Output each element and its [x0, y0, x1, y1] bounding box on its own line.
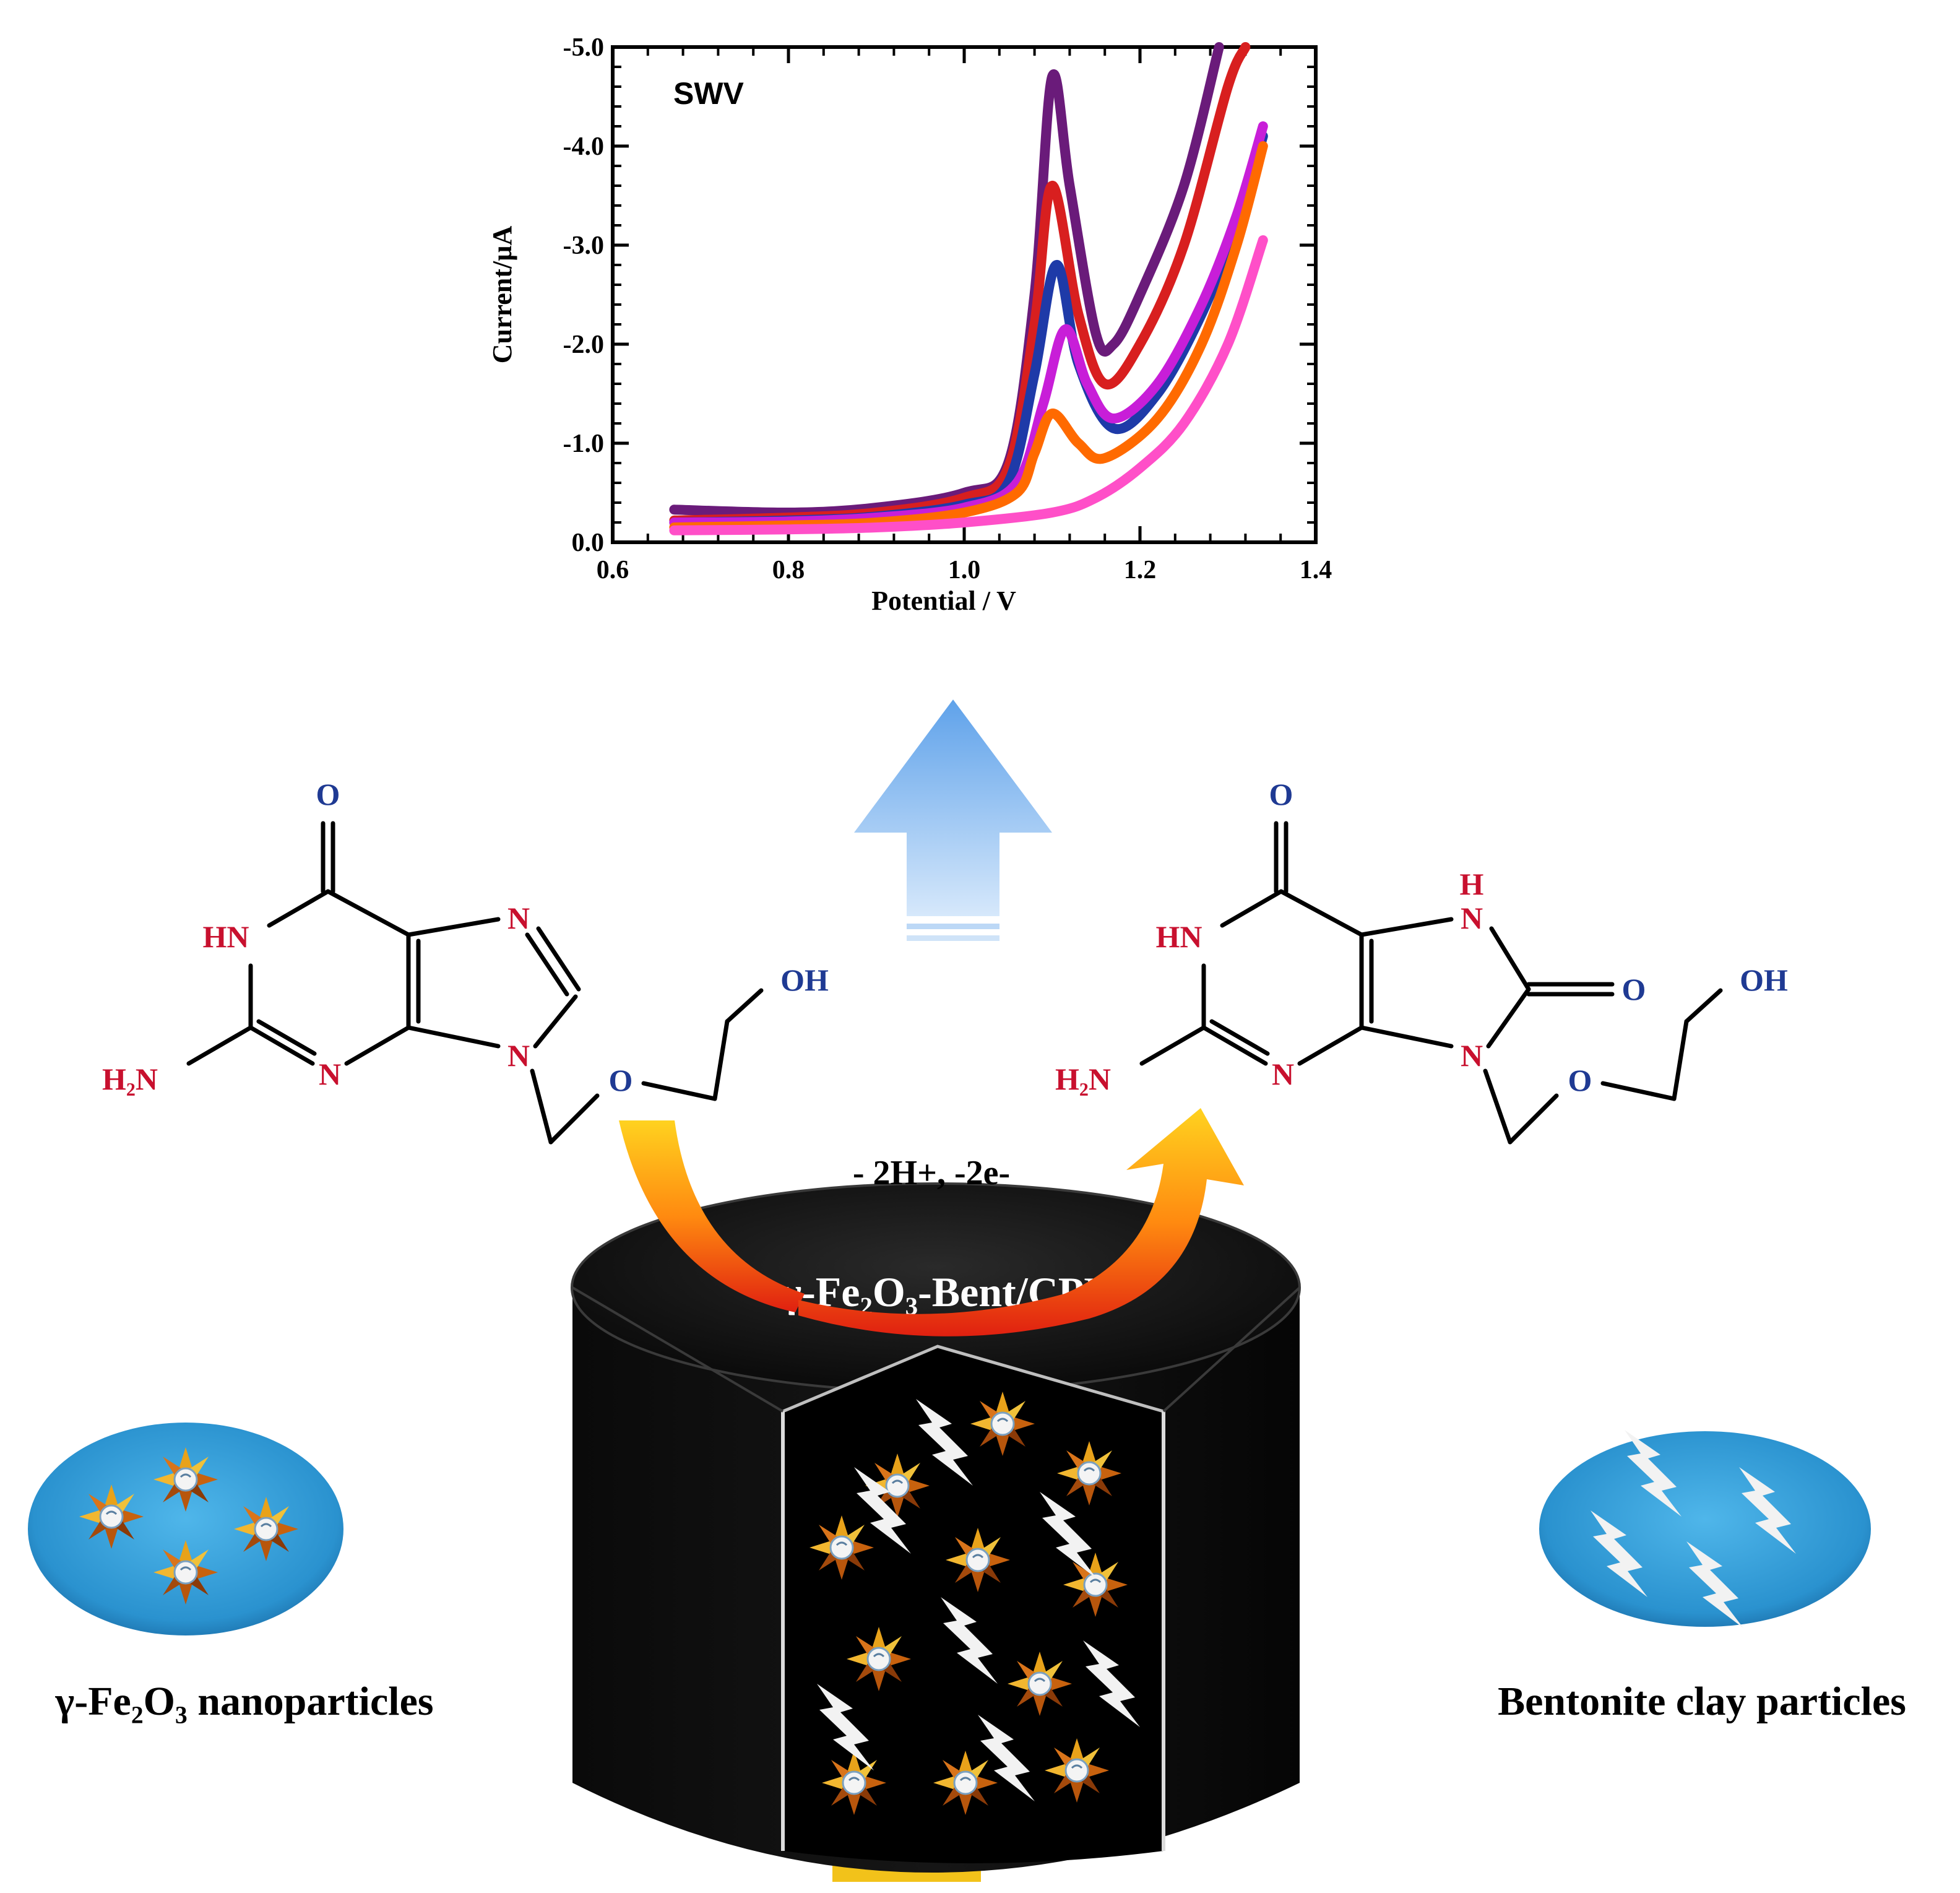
y-tick-label: 0.0: [572, 529, 605, 557]
electrode-cylinder: [571, 1182, 1301, 1882]
product-atom-o-ether: O: [1568, 1063, 1592, 1098]
product-atom-n7: N: [1461, 901, 1483, 935]
reactant-molecule: [186, 821, 764, 1145]
x-tick-label: 1.0: [948, 556, 981, 584]
product-molecule: [1139, 821, 1723, 1145]
reactant-atom-oh: OH: [780, 963, 829, 997]
y-tick-label: -2.0: [563, 331, 605, 359]
reactant-atom-o-ether: O: [609, 1063, 633, 1098]
chart-title: SWV: [673, 76, 745, 111]
series-line-6: [669, 235, 1268, 535]
bentonite-disc: [1539, 1430, 1871, 1628]
series-line-4: [669, 121, 1268, 527]
reactant-atom-h2n: H₂N: [102, 1062, 158, 1096]
y-tick-label: -1.0: [563, 430, 605, 458]
product-atom-h2n: H₂N: [1055, 1062, 1111, 1096]
nanoparticles-label: γ-Fe₂O₃ nanoparticles: [54, 1679, 433, 1724]
reactant-atom-n9: N: [507, 1038, 530, 1073]
product-atom-h7: H: [1460, 867, 1484, 901]
reactant-atom-n3: N: [319, 1057, 341, 1091]
product-atom-n9: N: [1461, 1038, 1483, 1073]
product-atoms: O HN H N O N N H₂N O OH: [1055, 777, 1788, 1098]
series-line-3: [669, 131, 1268, 527]
chart-tick-labels: 0.6 0.8 1.0 1.2 1.4 0.0 -1.0 -2.0 -3.0 -4.0 -5.0: [563, 33, 1332, 584]
reaction-step-label: - 2H+, -2e-: [853, 1154, 1010, 1192]
reactant-atom-hn: HN: [203, 919, 249, 954]
x-tick-label: 1.4: [1300, 556, 1332, 584]
reactant-atom-n7: N: [507, 901, 530, 935]
nanoparticles-disc: [28, 1423, 343, 1635]
chart-ylabel: Current/µA: [487, 226, 517, 364]
bentonite-label: Bentonite clay particles: [1498, 1679, 1906, 1724]
y-tick-label: -5.0: [563, 33, 605, 62]
reactant-atom-o-carbonyl: O: [316, 777, 340, 812]
product-atom-n3: N: [1272, 1057, 1294, 1091]
x-tick-label: 0.6: [597, 556, 629, 584]
product-atom-oh: OH: [1740, 963, 1788, 997]
y-tick-label: -3.0: [563, 232, 605, 260]
product-atom-hn: HN: [1156, 919, 1202, 954]
upward-arrow: [854, 700, 1052, 941]
x-tick-label: 1.2: [1124, 556, 1157, 584]
reactant-atoms: O HN N N N H₂N O OH: [102, 777, 829, 1098]
y-tick-label: -4.0: [563, 132, 605, 161]
chart-series: [669, 42, 1268, 535]
reaction-curve-arrow: [619, 1108, 1244, 1336]
product-atom-o-carbonyl: O: [1269, 777, 1293, 812]
x-tick-label: 0.8: [772, 556, 805, 584]
swv-chart: 0.6 0.8 1.0 1.2 1.4 0.0 -1.0 -2.0 -3.0 -4.0 -5.0 S…: [487, 33, 1332, 616]
chart-xlabel: Potential / V: [871, 586, 1016, 616]
product-atom-o-8oxo: O: [1622, 972, 1646, 1007]
